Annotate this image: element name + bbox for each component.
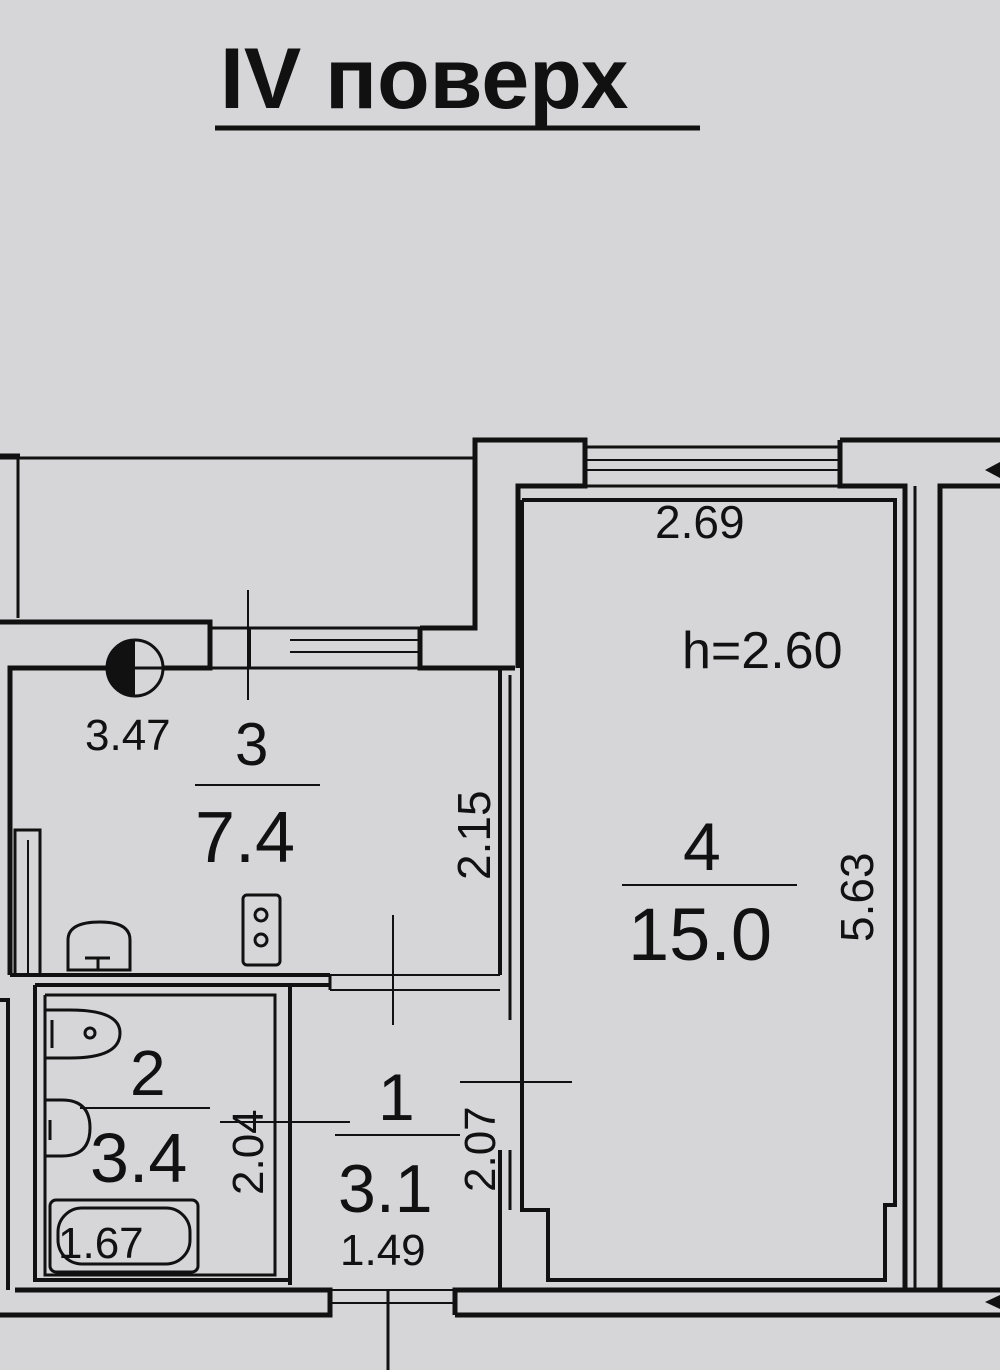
room-4-area: 15.0 (628, 893, 772, 976)
room-labels: 3 7.4 4 15.0 2 3.4 1 3.1 (90, 711, 772, 1227)
dimension-lines (80, 590, 797, 1136)
room3-width-label: 3.47 (85, 711, 171, 760)
room2-depth-label: 2.04 (224, 1109, 273, 1195)
floor-title: IV поверх (220, 31, 629, 127)
ceiling-height-label: h=2.60 (682, 622, 843, 680)
room4-length-label: 5.63 (831, 852, 883, 942)
room3-depth-label: 2.15 (448, 790, 500, 880)
walls (0, 437, 1000, 1370)
edge-arrows (985, 462, 1000, 1309)
room-1-area: 3.1 (338, 1151, 433, 1227)
bathtub-icon (48, 1198, 200, 1274)
boiler-fill (107, 640, 135, 696)
room-2-area: 3.4 (90, 1119, 187, 1197)
room-1-number: 1 (378, 1060, 415, 1134)
bathtub-length-label: 1.67 (58, 1219, 144, 1268)
room1-width-label: 1.49 (340, 1226, 426, 1275)
washbasin-icon (43, 1098, 92, 1158)
fixtures (43, 638, 282, 1274)
kitchen-sink-icon (66, 920, 132, 972)
room-4-number: 4 (683, 809, 721, 885)
stove-icon (241, 893, 282, 967)
room-2-number: 2 (130, 1037, 166, 1109)
dimension-labels: 2.69 h=2.60 3.47 2.15 5.63 2.04 2.07 1.4… (58, 496, 883, 1275)
toilet-icon (43, 1008, 122, 1060)
room4-width-label: 2.69 (655, 496, 745, 548)
room-3-area: 7.4 (195, 798, 295, 878)
room-3-number: 3 (235, 711, 268, 778)
room1-depth-label: 2.07 (456, 1106, 505, 1192)
